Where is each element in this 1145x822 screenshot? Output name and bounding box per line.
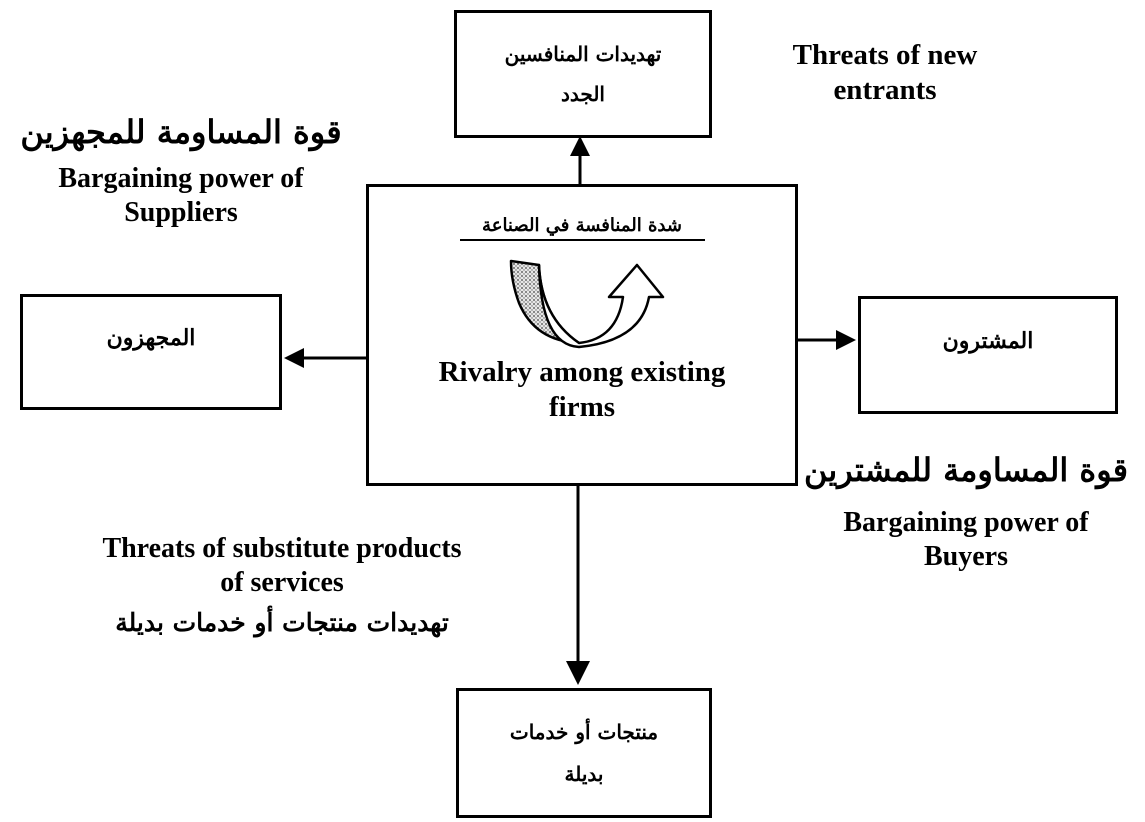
new-entrants-box-line1: تهديدات المنافسين <box>504 42 662 66</box>
suppliers-power-label: قوة المساومة للمجهزين Bargaining power o… <box>6 112 356 229</box>
buyers-power-line1: Bargaining power of <box>843 507 1089 538</box>
substitutes-box-line2: بديلة <box>564 762 604 786</box>
suppliers-power-line1: Bargaining power of <box>58 163 304 194</box>
new-entrants-label-line2: entrants <box>833 73 937 106</box>
substitutes-line2: of services <box>220 566 344 598</box>
buyers-power-label: قوة المساومة للمشترين Bargaining power o… <box>788 450 1144 573</box>
substitutes-label: Threats of substitute products of servic… <box>22 532 542 638</box>
buyers-power-line2: Buyers <box>924 540 1008 572</box>
buyers-box: المشترون <box>858 296 1118 414</box>
rivalry-label: Rivalry among existing firms <box>439 355 726 425</box>
rivalry-curved-arrow-icon <box>509 259 665 349</box>
new-entrants-label-line1: Threats of new <box>792 39 978 71</box>
suppliers-power-arabic: قوة المساومة للمجهزين <box>20 113 342 151</box>
arrowhead-left <box>284 348 304 368</box>
buyers-power-english: Bargaining power of Buyers <box>788 506 1144 573</box>
rivalry-label-line1: Rivalry among existing <box>438 356 726 388</box>
rivalry-box: شدة المنافسة في الصناعة Rivalry among ex… <box>366 184 798 486</box>
suppliers-box-text: المجهزون <box>106 325 196 351</box>
substitutes-line1: Threats of substitute products <box>102 533 462 564</box>
rivalry-arabic-title: شدة المنافسة في الصناعة <box>459 215 705 241</box>
suppliers-power-english: Bargaining power of Suppliers <box>6 162 356 229</box>
new-entrants-box-line2: الجدد <box>561 82 605 106</box>
arrowhead-right <box>836 330 856 350</box>
suppliers-power-line2: Suppliers <box>124 196 238 228</box>
rivalry-label-line2: firms <box>548 390 616 423</box>
substitutes-english: Threats of substitute products of servic… <box>22 532 542 599</box>
new-entrants-label: Threats of new entrants <box>745 38 1025 108</box>
buyers-box-text: المشترون <box>942 328 1034 354</box>
suppliers-box: المجهزون <box>20 294 282 410</box>
substitutes-box: منتجات أو خدمات بديلة <box>456 688 712 818</box>
arrowhead-bottom <box>566 661 590 685</box>
substitutes-box-line1: منتجات أو خدمات <box>509 720 659 744</box>
new-entrants-box: تهديدات المنافسين الجدد <box>454 10 712 138</box>
arrowhead-top <box>570 136 590 156</box>
buyers-power-arabic: قوة المساومة للمشترين <box>803 451 1129 489</box>
substitutes-arabic: تهديدات منتجات أو خدمات بديلة <box>115 608 449 638</box>
